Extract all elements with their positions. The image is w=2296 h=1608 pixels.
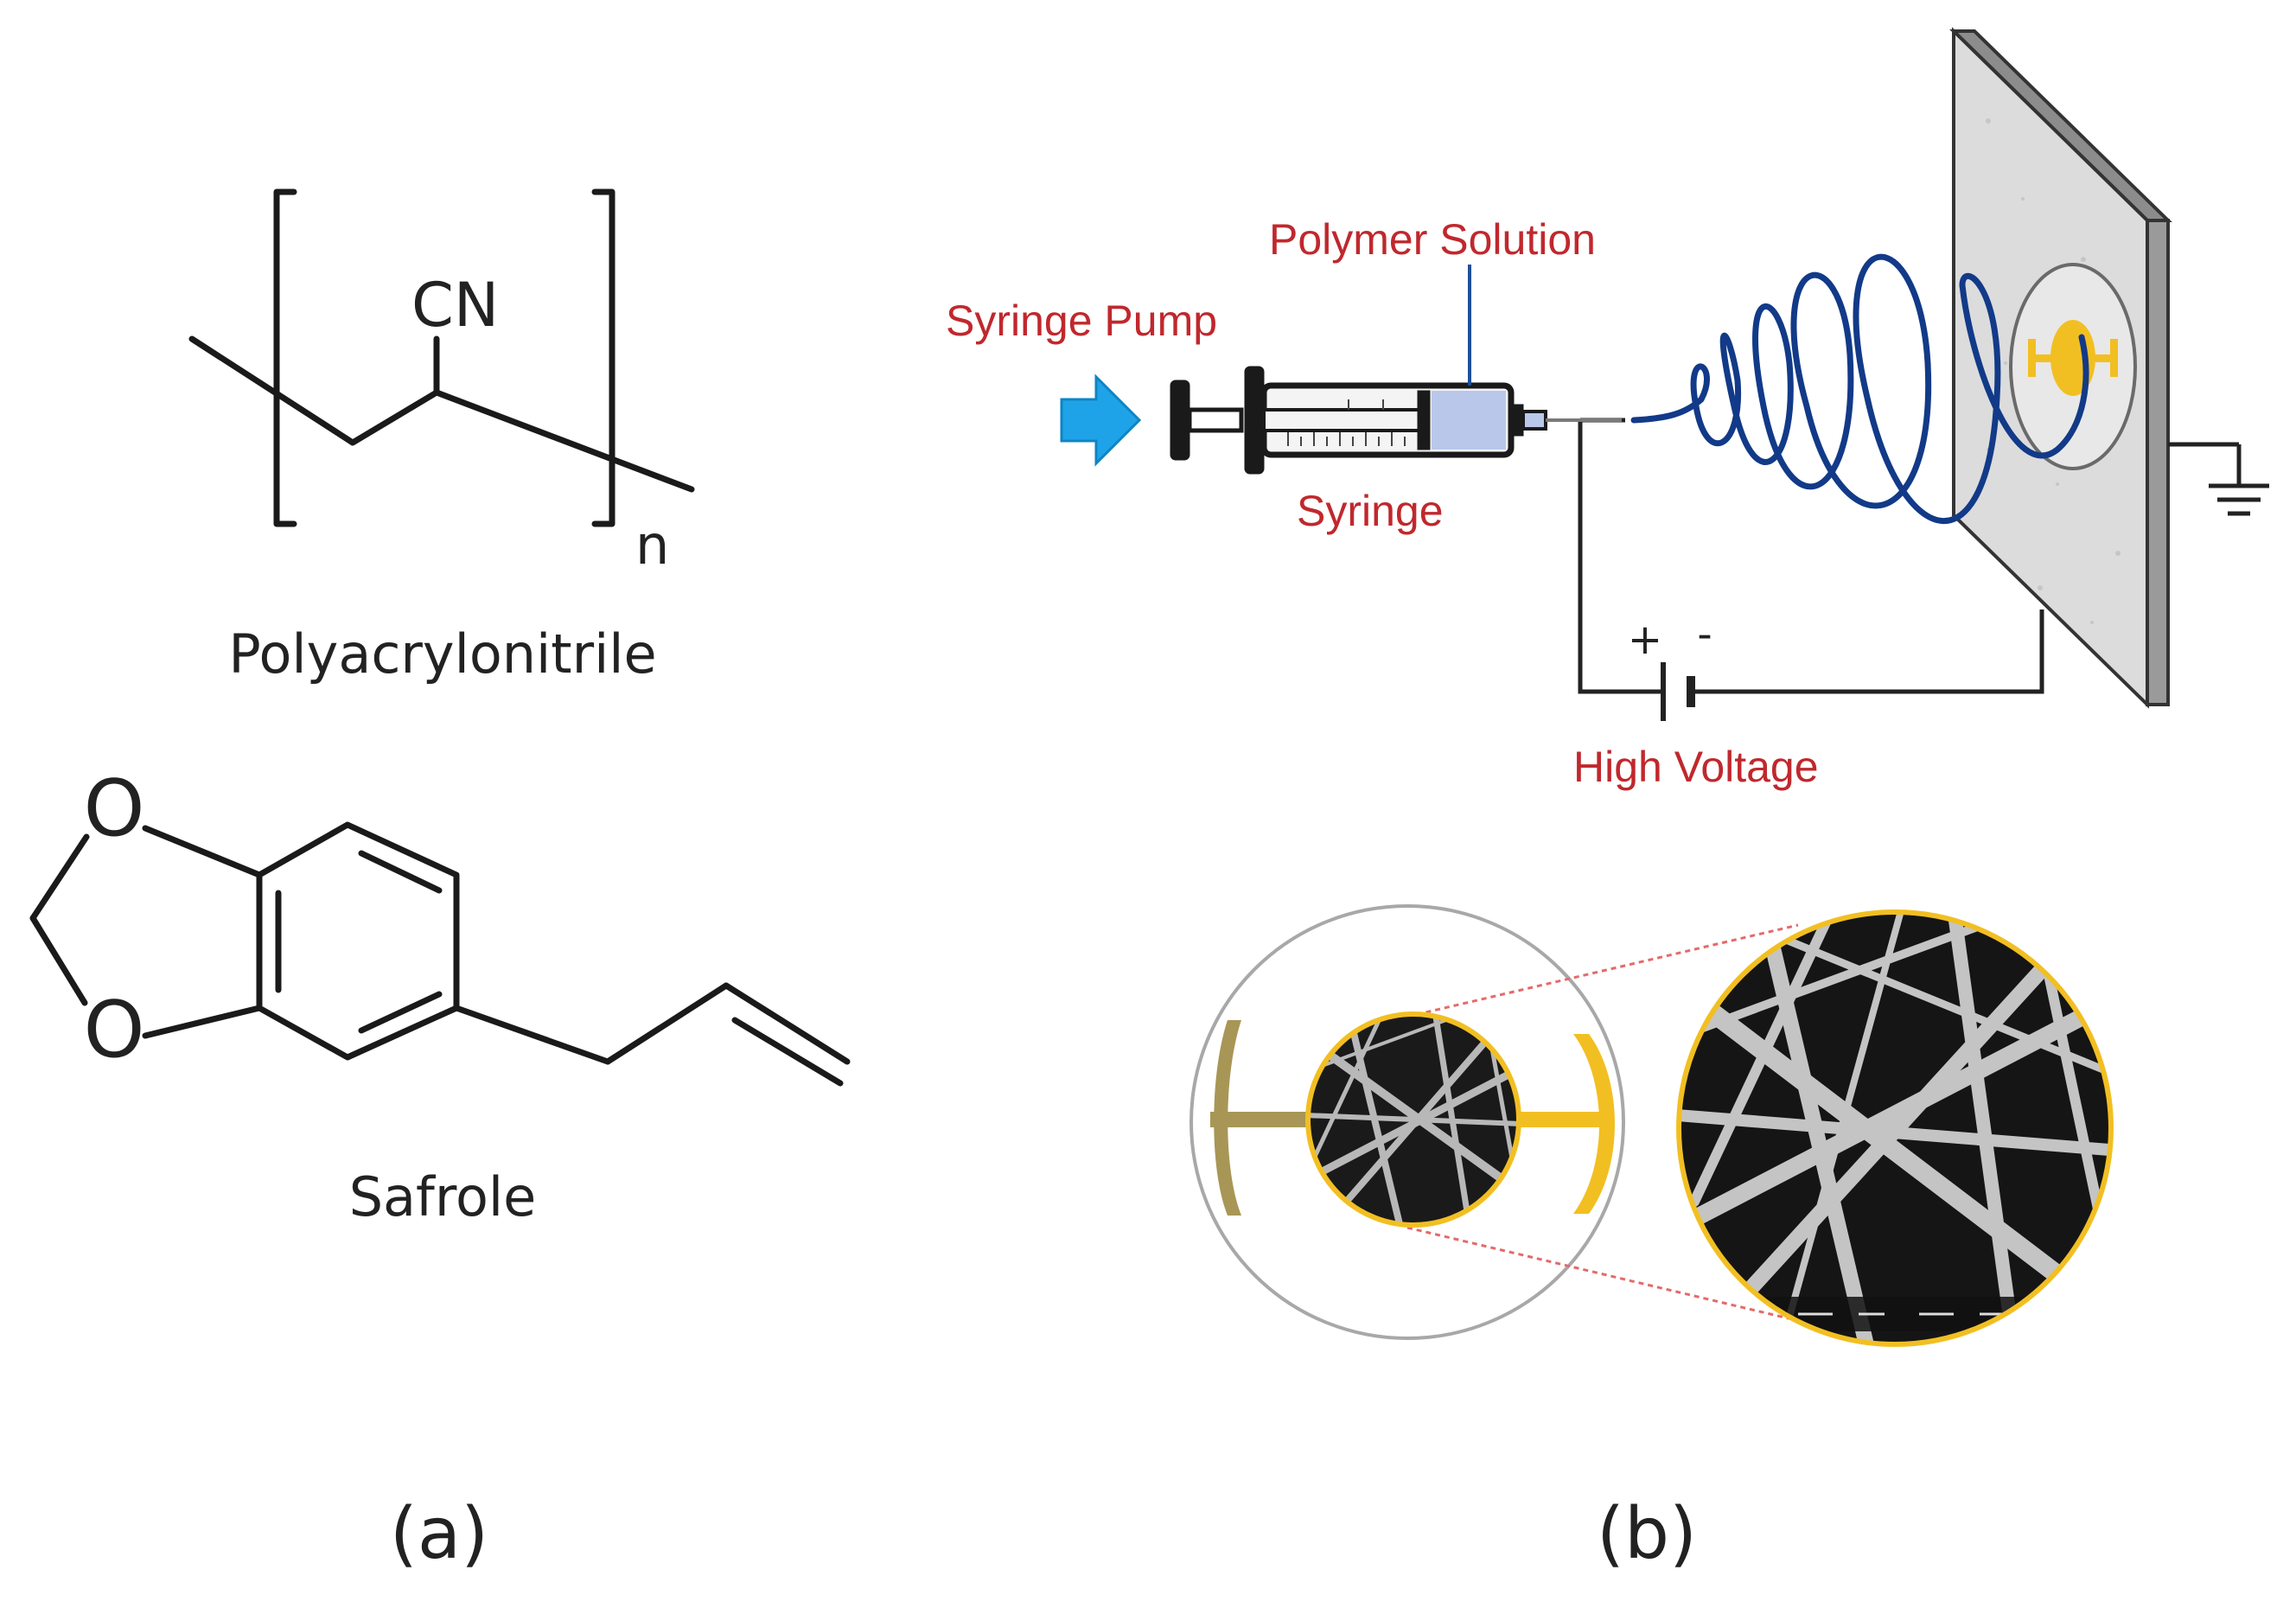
minus-sign: - (1697, 610, 1712, 659)
syringe (1170, 366, 1622, 475)
syringe-label: Syringe (1297, 487, 1444, 535)
repeat-subscript: n (635, 514, 669, 577)
arrow-right-icon (1060, 373, 1142, 467)
oxygen-label-bottom: O (84, 985, 145, 1075)
battery-icon (1661, 662, 1695, 721)
oxygen-label-top: O (84, 763, 145, 854)
cn-group-label: CN (411, 270, 499, 341)
right-bracket (591, 188, 615, 527)
panel-b-label: (b) (1597, 1493, 1697, 1575)
electrode-right (1513, 1034, 1615, 1214)
ground-icon (2168, 442, 2269, 516)
sem-inset (1189, 904, 2114, 1347)
safrole-structure (29, 821, 851, 1087)
panel-b: + - (946, 27, 2269, 1575)
electrode-left (1210, 1020, 1314, 1216)
safrole-name-label: Safrole (349, 1165, 537, 1228)
collector-plate (1949, 27, 2172, 709)
benzene-ring (256, 821, 460, 1061)
panel-a-label: (a) (390, 1493, 488, 1575)
plus-sign: + (1628, 616, 1662, 664)
syringe-pump-label: Syringe Pump (946, 297, 1217, 345)
panel-a: CN n Polyacrylonitrile O O Safrole (a) (29, 188, 851, 1575)
polymer-solution-label: Polymer Solution (1269, 215, 1596, 264)
pan-backbone (188, 335, 695, 493)
polymer-jet (1630, 253, 2089, 525)
left-bracket (273, 188, 297, 527)
pan-name-label: Polyacrylonitrile (228, 622, 656, 686)
pan-structure (188, 188, 695, 527)
high-voltage-label: High Voltage (1573, 743, 1819, 791)
